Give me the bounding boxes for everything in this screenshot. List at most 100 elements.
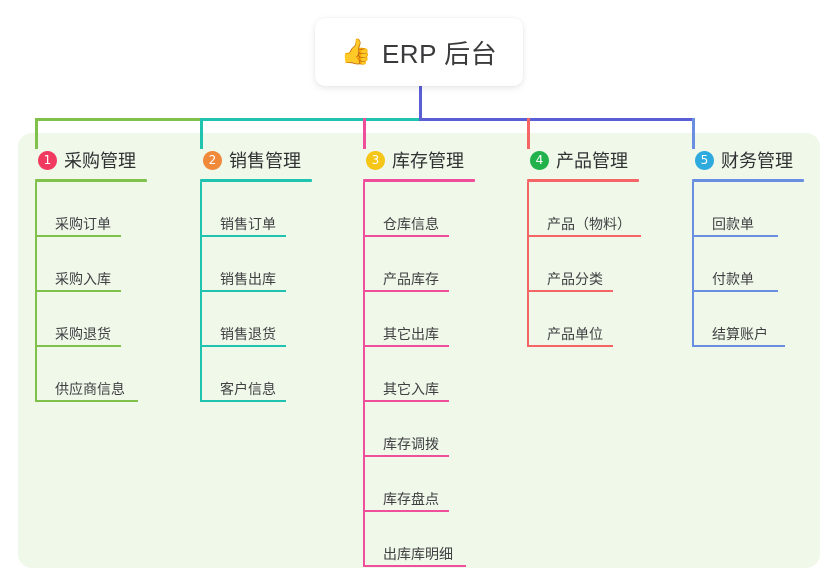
column-items: 产品（物料） 产品分类产品单位 xyxy=(527,182,641,347)
menu-item-label: 付款单 xyxy=(712,271,754,287)
column-badge-icon: 5 xyxy=(695,150,714,170)
column-items: 回款单付款单结算账户 xyxy=(692,182,804,347)
menu-item-underline xyxy=(200,345,286,347)
menu-item-label: 采购退货 xyxy=(55,326,111,342)
column-spine xyxy=(35,182,37,402)
menu-item-underline xyxy=(363,235,449,237)
menu-item[interactable]: 其它出库 xyxy=(363,292,475,347)
bus-segment-1 xyxy=(35,118,200,121)
menu-item-underline xyxy=(200,400,286,402)
column-items: 仓库信息产品库存其它出库其它入库库存调拨库存盘点出库库明细 xyxy=(363,182,475,567)
column-title: 产品管理 xyxy=(556,151,628,171)
column-header-2[interactable]: 2 销售管理 xyxy=(200,147,312,173)
menu-item-label: 产品分类 xyxy=(547,271,603,287)
menu-item-label: 库存盘点 xyxy=(383,491,439,507)
column-header-5[interactable]: 5 财务管理 xyxy=(692,147,804,173)
menu-item[interactable]: 产品库存 xyxy=(363,237,475,292)
column-underline xyxy=(527,179,639,182)
menu-item-label: 库存调拨 xyxy=(383,436,439,452)
column-header-1[interactable]: 1 采购管理 xyxy=(35,147,147,173)
column-underline xyxy=(363,179,475,182)
menu-item[interactable]: 回款单 xyxy=(692,182,804,237)
branch-drop-3 xyxy=(363,118,366,149)
menu-item[interactable]: 出库库明细 xyxy=(363,512,475,567)
menu-item-underline xyxy=(692,290,778,292)
menu-item-underline xyxy=(35,400,138,402)
column-财务管理: 5 财务管理回款单付款单结算账户 xyxy=(692,147,804,347)
column-title: 采购管理 xyxy=(64,151,136,171)
menu-item[interactable]: 采购订单 xyxy=(35,182,147,237)
column-items: 销售订单销售出库销售退货客户信息 xyxy=(200,182,312,402)
menu-item[interactable]: 其它入库 xyxy=(363,347,475,402)
menu-item-label: 采购入库 xyxy=(55,271,111,287)
column-badge-icon: 2 xyxy=(203,150,222,170)
column-spine xyxy=(692,182,694,347)
column-badge-icon: 4 xyxy=(530,150,549,170)
branch-drop-4 xyxy=(527,118,530,149)
menu-item-underline xyxy=(363,565,466,567)
menu-item[interactable]: 供应商信息 xyxy=(35,347,147,402)
menu-item-underline xyxy=(35,345,121,347)
branch-drop-5 xyxy=(692,118,695,149)
menu-item-label: 销售退货 xyxy=(220,326,276,342)
menu-item-underline xyxy=(363,345,449,347)
column-title: 库存管理 xyxy=(392,151,464,171)
menu-item-underline xyxy=(35,235,121,237)
column-underline xyxy=(35,179,147,182)
menu-item[interactable]: 产品（物料） xyxy=(527,182,641,237)
column-采购管理: 1 采购管理采购订单采购入库采购退货供应商信息 xyxy=(35,147,147,402)
menu-item-label: 回款单 xyxy=(712,216,754,232)
menu-item-underline xyxy=(692,235,778,237)
menu-item[interactable]: 销售出库 xyxy=(200,237,312,292)
menu-item[interactable]: 采购退货 xyxy=(35,292,147,347)
column-badge-icon: 1 xyxy=(38,150,57,170)
bus-segment-right xyxy=(419,118,695,121)
column-underline xyxy=(200,179,312,182)
column-items: 采购订单采购入库采购退货供应商信息 xyxy=(35,182,147,402)
menu-item[interactable]: 库存调拨 xyxy=(363,402,475,457)
root-node[interactable]: 👍 ERP 后台 xyxy=(315,18,523,86)
root-trunk-line xyxy=(419,86,422,121)
menu-item-label: 其它出库 xyxy=(383,326,439,342)
column-spine xyxy=(200,182,202,402)
menu-item-label: 产品库存 xyxy=(383,271,439,287)
menu-item-underline xyxy=(527,290,613,292)
menu-item[interactable]: 采购入库 xyxy=(35,237,147,292)
menu-item-label: 供应商信息 xyxy=(55,381,125,397)
menu-item[interactable]: 产品分类 xyxy=(527,237,639,292)
column-spine xyxy=(363,182,365,567)
menu-item[interactable]: 库存盘点 xyxy=(363,457,475,512)
column-underline xyxy=(692,179,804,182)
menu-item-label: 仓库信息 xyxy=(383,216,439,232)
menu-item-underline xyxy=(363,290,449,292)
menu-item-underline xyxy=(200,235,286,237)
column-header-4[interactable]: 4 产品管理 xyxy=(527,147,639,173)
menu-item[interactable]: 销售订单 xyxy=(200,182,312,237)
column-title: 财务管理 xyxy=(721,151,793,171)
menu-item[interactable]: 产品单位 xyxy=(527,292,639,347)
menu-item-label: 产品单位 xyxy=(547,326,603,342)
menu-item-label: 销售订单 xyxy=(220,216,276,232)
menu-item-underline xyxy=(363,400,449,402)
menu-item-underline xyxy=(200,290,286,292)
menu-item[interactable]: 客户信息 xyxy=(200,347,312,402)
menu-item-label: 采购订单 xyxy=(55,216,111,232)
menu-item-label: 出库库明细 xyxy=(383,546,453,562)
menu-item[interactable]: 仓库信息 xyxy=(363,182,475,237)
column-销售管理: 2 销售管理销售订单销售出库销售退货客户信息 xyxy=(200,147,312,402)
menu-item-label: 销售出库 xyxy=(220,271,276,287)
menu-item-underline xyxy=(35,290,121,292)
menu-item-underline xyxy=(692,345,785,347)
column-title: 销售管理 xyxy=(229,151,301,171)
menu-item[interactable]: 结算账户 xyxy=(692,292,804,347)
menu-item-label: 其它入库 xyxy=(383,381,439,397)
menu-item-underline xyxy=(527,345,613,347)
menu-item-label: 产品（物料） xyxy=(547,216,631,232)
menu-item[interactable]: 付款单 xyxy=(692,237,804,292)
menu-item[interactable]: 销售退货 xyxy=(200,292,312,347)
menu-item-underline xyxy=(363,455,449,457)
menu-item-label: 客户信息 xyxy=(220,381,276,397)
bus-segment-2 xyxy=(200,118,419,121)
